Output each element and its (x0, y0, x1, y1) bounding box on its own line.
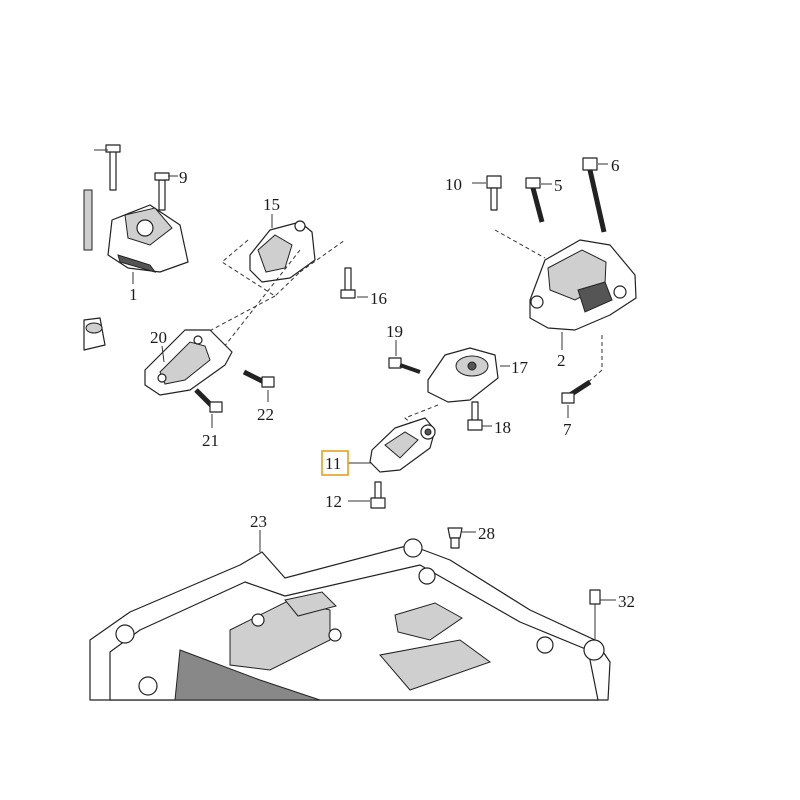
callout-7[interactable]: 7 (563, 420, 572, 439)
part-20-bracket[interactable] (144, 329, 233, 396)
part-22-bolt[interactable] (242, 369, 275, 388)
part-23-underbody-shield[interactable] (89, 538, 611, 701)
part-15-bushing[interactable] (249, 220, 316, 283)
part-7-bolt[interactable] (561, 379, 592, 404)
part-32-clip[interactable] (589, 589, 601, 640)
callout-17[interactable]: 17 (511, 358, 529, 377)
part-21-bolt[interactable] (194, 388, 223, 413)
callout-5[interactable]: 5 (554, 176, 563, 195)
callout-21[interactable]: 21 (202, 431, 219, 450)
callout-16[interactable]: 16 (370, 289, 387, 308)
callout-23[interactable]: 23 (250, 512, 267, 531)
part-16-bolt[interactable] (340, 267, 356, 299)
part-2-engine-mount[interactable] (529, 239, 637, 331)
part-10-bolt[interactable] (486, 175, 502, 211)
callout-18[interactable]: 18 (494, 418, 511, 437)
part-bolt-top-left[interactable] (105, 144, 121, 191)
part-5-bolt[interactable] (525, 177, 545, 223)
part-18-bolt[interactable] (467, 401, 483, 431)
callout-15[interactable]: 15 (263, 195, 280, 214)
callout-10[interactable]: 10 (445, 175, 462, 194)
callout-2[interactable]: 2 (557, 351, 566, 370)
callout-19[interactable]: 19 (386, 322, 403, 341)
part-11-torque-rod[interactable] (369, 417, 436, 473)
callout-12[interactable]: 12 (325, 492, 342, 511)
callout-6[interactable]: 6 (611, 156, 620, 175)
part-partial-left-edge (83, 317, 106, 351)
part-12-bolt[interactable] (370, 481, 386, 509)
callout-28[interactable]: 28 (478, 524, 495, 543)
part-28-clip[interactable] (447, 527, 463, 549)
callout-1[interactable]: 1 (129, 285, 138, 304)
part-1-engine-mount[interactable] (83, 189, 189, 273)
part-9-bolt[interactable] (154, 172, 170, 211)
callout-32[interactable]: 32 (618, 592, 635, 611)
callout-11[interactable]: 11 (325, 454, 341, 473)
callout-22[interactable]: 22 (257, 405, 274, 424)
part-19-bolt[interactable] (388, 357, 421, 374)
callout-20[interactable]: 20 (150, 328, 167, 347)
callout-highlight-box (321, 450, 349, 476)
part-6-bolt[interactable] (582, 157, 607, 233)
part-17-torque-bracket[interactable] (427, 347, 499, 403)
callout-9[interactable]: 9 (179, 168, 188, 187)
